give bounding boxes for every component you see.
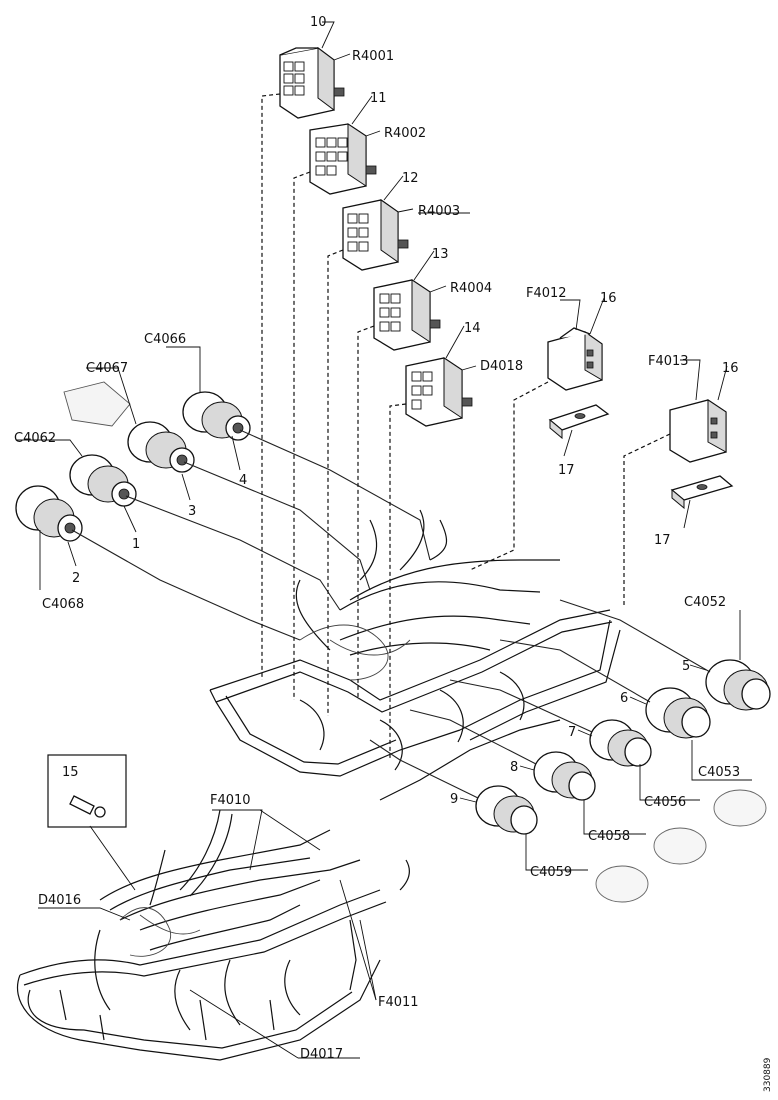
label-f4013: F4013 xyxy=(648,354,689,369)
callout-1: 1 xyxy=(132,537,140,552)
fuse-holder-16-lower xyxy=(669,399,727,463)
label-d4017: D4017 xyxy=(300,1047,343,1062)
callout-10: 10 xyxy=(310,15,327,30)
label-d4016: D4016 xyxy=(38,893,81,908)
label-c4052: C4052 xyxy=(684,595,726,610)
label-r4003: R4003 xyxy=(418,204,460,219)
callout-17-lower: 17 xyxy=(654,533,671,548)
callout-numbers: 10 11 12 13 14 16 16 17 17 4 3 1 2 5 6 7… xyxy=(62,15,739,807)
dashed-feed-wires xyxy=(261,93,671,760)
callout-2: 2 xyxy=(72,571,80,586)
callout-13: 13 xyxy=(432,247,449,262)
leader-lines xyxy=(16,21,752,1059)
label-c4056: C4056 xyxy=(644,795,686,810)
relay-block-11 xyxy=(309,123,377,195)
callout-7: 7 xyxy=(568,725,576,740)
callout-8: 8 xyxy=(510,760,518,775)
label-c4053: C4053 xyxy=(698,765,740,780)
label-c4058: C4058 xyxy=(588,829,630,844)
callout-11: 11 xyxy=(370,91,387,106)
connector-6-c4053 xyxy=(645,687,711,739)
connector-ghost-c4067 xyxy=(63,381,131,427)
callout-12: 12 xyxy=(402,171,419,186)
label-c4068: C4068 xyxy=(42,597,84,612)
figure-id: 330889 xyxy=(763,1057,773,1092)
label-c4066: C4066 xyxy=(144,332,186,347)
connector-4-c4066 xyxy=(182,391,251,441)
connector-1-c4062 xyxy=(69,454,137,507)
connector-7-c4056 xyxy=(589,719,652,767)
callout-5: 5 xyxy=(682,659,690,674)
connector-9-c4059 xyxy=(475,785,538,835)
ghost-mating-connectors xyxy=(595,789,767,903)
callout-15: 15 xyxy=(62,765,79,780)
callout-16-lower: 16 xyxy=(722,361,739,376)
fuse-holder-16-upper xyxy=(547,327,603,391)
label-r4004: R4004 xyxy=(450,281,492,296)
inset-box-15 xyxy=(47,754,136,891)
callout-3: 3 xyxy=(188,504,196,519)
label-d4018: D4018 xyxy=(480,359,523,374)
label-f4010: F4010 xyxy=(210,793,251,808)
relay-block-13 xyxy=(373,279,441,351)
callout-16-upper: 16 xyxy=(600,291,617,306)
clip-17-lower xyxy=(670,475,734,510)
lower-harness xyxy=(16,809,410,1061)
relay-block-12 xyxy=(342,199,409,271)
clip-17-upper xyxy=(548,404,610,440)
connector-3-c4067 xyxy=(127,421,195,473)
label-r4001: R4001 xyxy=(352,49,394,64)
label-c4067: C4067 xyxy=(86,361,128,376)
reference-labels: R4001 R4002 R4003 R4004 F4012 F4013 D401… xyxy=(14,49,740,1062)
relay-block-14 xyxy=(405,357,473,427)
label-c4062: C4062 xyxy=(14,431,56,446)
callout-9: 9 xyxy=(450,792,458,807)
callout-14: 14 xyxy=(464,321,481,336)
label-f4012: F4012 xyxy=(526,286,567,301)
left-connector-wires xyxy=(71,429,431,641)
label-r4002: R4002 xyxy=(384,126,426,141)
right-connector-wires xyxy=(369,599,711,799)
label-f4011: F4011 xyxy=(378,995,419,1010)
label-c4059: C4059 xyxy=(530,865,572,880)
relay-block-10 xyxy=(279,47,345,119)
callout-4: 4 xyxy=(239,473,247,488)
callout-17-upper: 17 xyxy=(558,463,575,478)
connector-8-c4058 xyxy=(533,751,596,801)
connector-5-c4052 xyxy=(705,659,771,711)
callout-6: 6 xyxy=(620,691,628,706)
connector-2-c4068 xyxy=(15,485,83,542)
